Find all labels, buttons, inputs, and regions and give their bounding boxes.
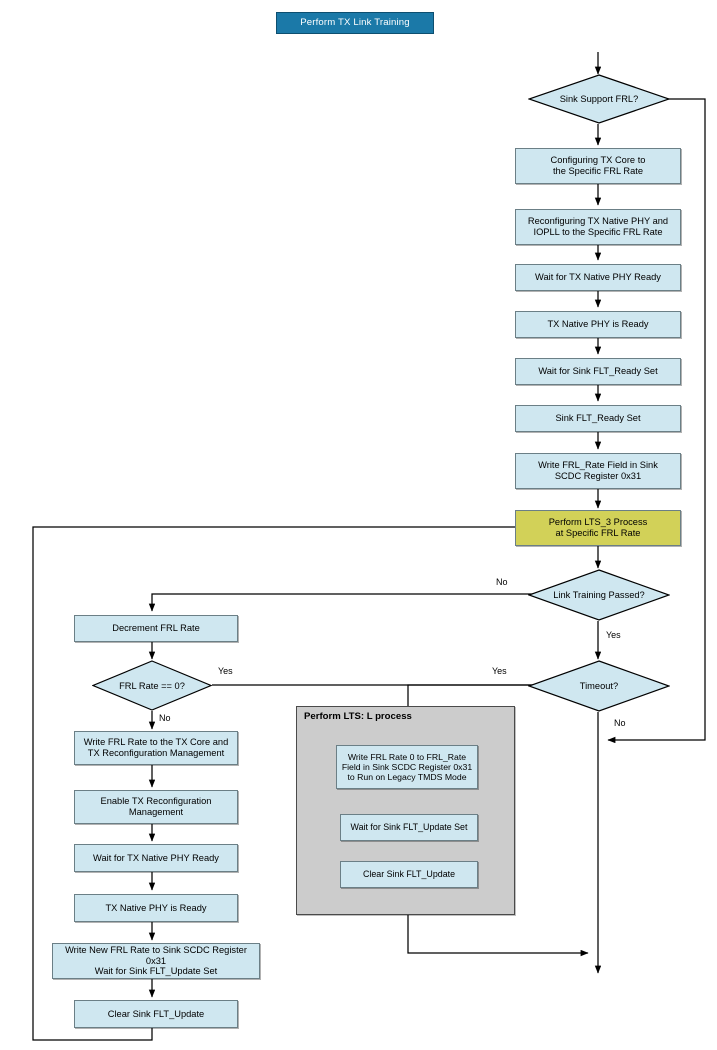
edge-label-timeout-no: No (614, 718, 626, 728)
process-wait-phy-ready: Wait for TX Native PHY Ready (515, 264, 681, 291)
process-perform-lts3: Perform LTS_3 Process at Specific FRL Ra… (515, 510, 681, 546)
process-decrement-frl-rate: Decrement FRL Rate (74, 615, 238, 642)
process-reconfiguring-phy: Reconfiguring TX Native PHY and IOPLL to… (515, 209, 681, 245)
decision-sink-support-frl-label: Sink Support FRL? (559, 94, 639, 104)
process-phy-is-ready-2: TX Native PHY is Ready (74, 894, 238, 922)
process-write-frl-rate-core: Write FRL Rate to the TX Core and TX Rec… (74, 731, 238, 765)
edge-label-link-training-yes: Yes (606, 630, 621, 640)
process-flt-ready-set: Sink FLT_Ready Set (515, 405, 681, 432)
decision-frl-rate-zero: FRL Rate == 0? (92, 660, 212, 711)
decision-link-training-passed: Link Training Passed? (528, 569, 670, 621)
process-wait-flt-ready: Wait for Sink FLT_Ready Set (515, 358, 681, 385)
process-write-frl-rate-field: Write FRL_Rate Field in Sink SCDC Regist… (515, 453, 681, 489)
decision-timeout: Timeout? (528, 660, 670, 712)
decision-timeout-label: Timeout? (579, 681, 619, 691)
edge-label-frl-rate-yes: Yes (218, 666, 233, 676)
process-configuring-tx-core: Configuring TX Core to the Specific FRL … (515, 148, 681, 184)
decision-frl-rate-zero-label: FRL Rate == 0? (119, 680, 185, 691)
process-enable-tx-reconfig: Enable TX Reconfiguration Management (74, 790, 238, 824)
process-phy-is-ready: TX Native PHY is Ready (515, 311, 681, 338)
edge-label-frl-rate-no: No (159, 713, 171, 723)
group-perform-lts-l-process-title: Perform LTS: L process (304, 711, 412, 722)
diagram-title: Perform TX Link Training (276, 12, 434, 34)
edge-label-link-training-no: No (496, 577, 508, 587)
decision-link-training-passed-label: Link Training Passed? (553, 590, 645, 600)
process-write-new-frl-rate: Write New FRL Rate to Sink SCDC Register… (52, 943, 260, 979)
process-wait-flt-update-set: Wait for Sink FLT_Update Set (340, 814, 478, 841)
process-clear-flt-update-2: Clear Sink FLT_Update (340, 861, 478, 888)
decision-sink-support-frl: Sink Support FRL? (528, 74, 670, 124)
process-wait-phy-ready-2: Wait for TX Native PHY Ready (74, 844, 238, 872)
process-write-frl-rate-0: Write FRL Rate 0 to FRL_Rate Field in Si… (336, 745, 478, 789)
process-clear-flt-update: Clear Sink FLT_Update (74, 1000, 238, 1028)
edge-label-timeout-yes: Yes (492, 666, 507, 676)
